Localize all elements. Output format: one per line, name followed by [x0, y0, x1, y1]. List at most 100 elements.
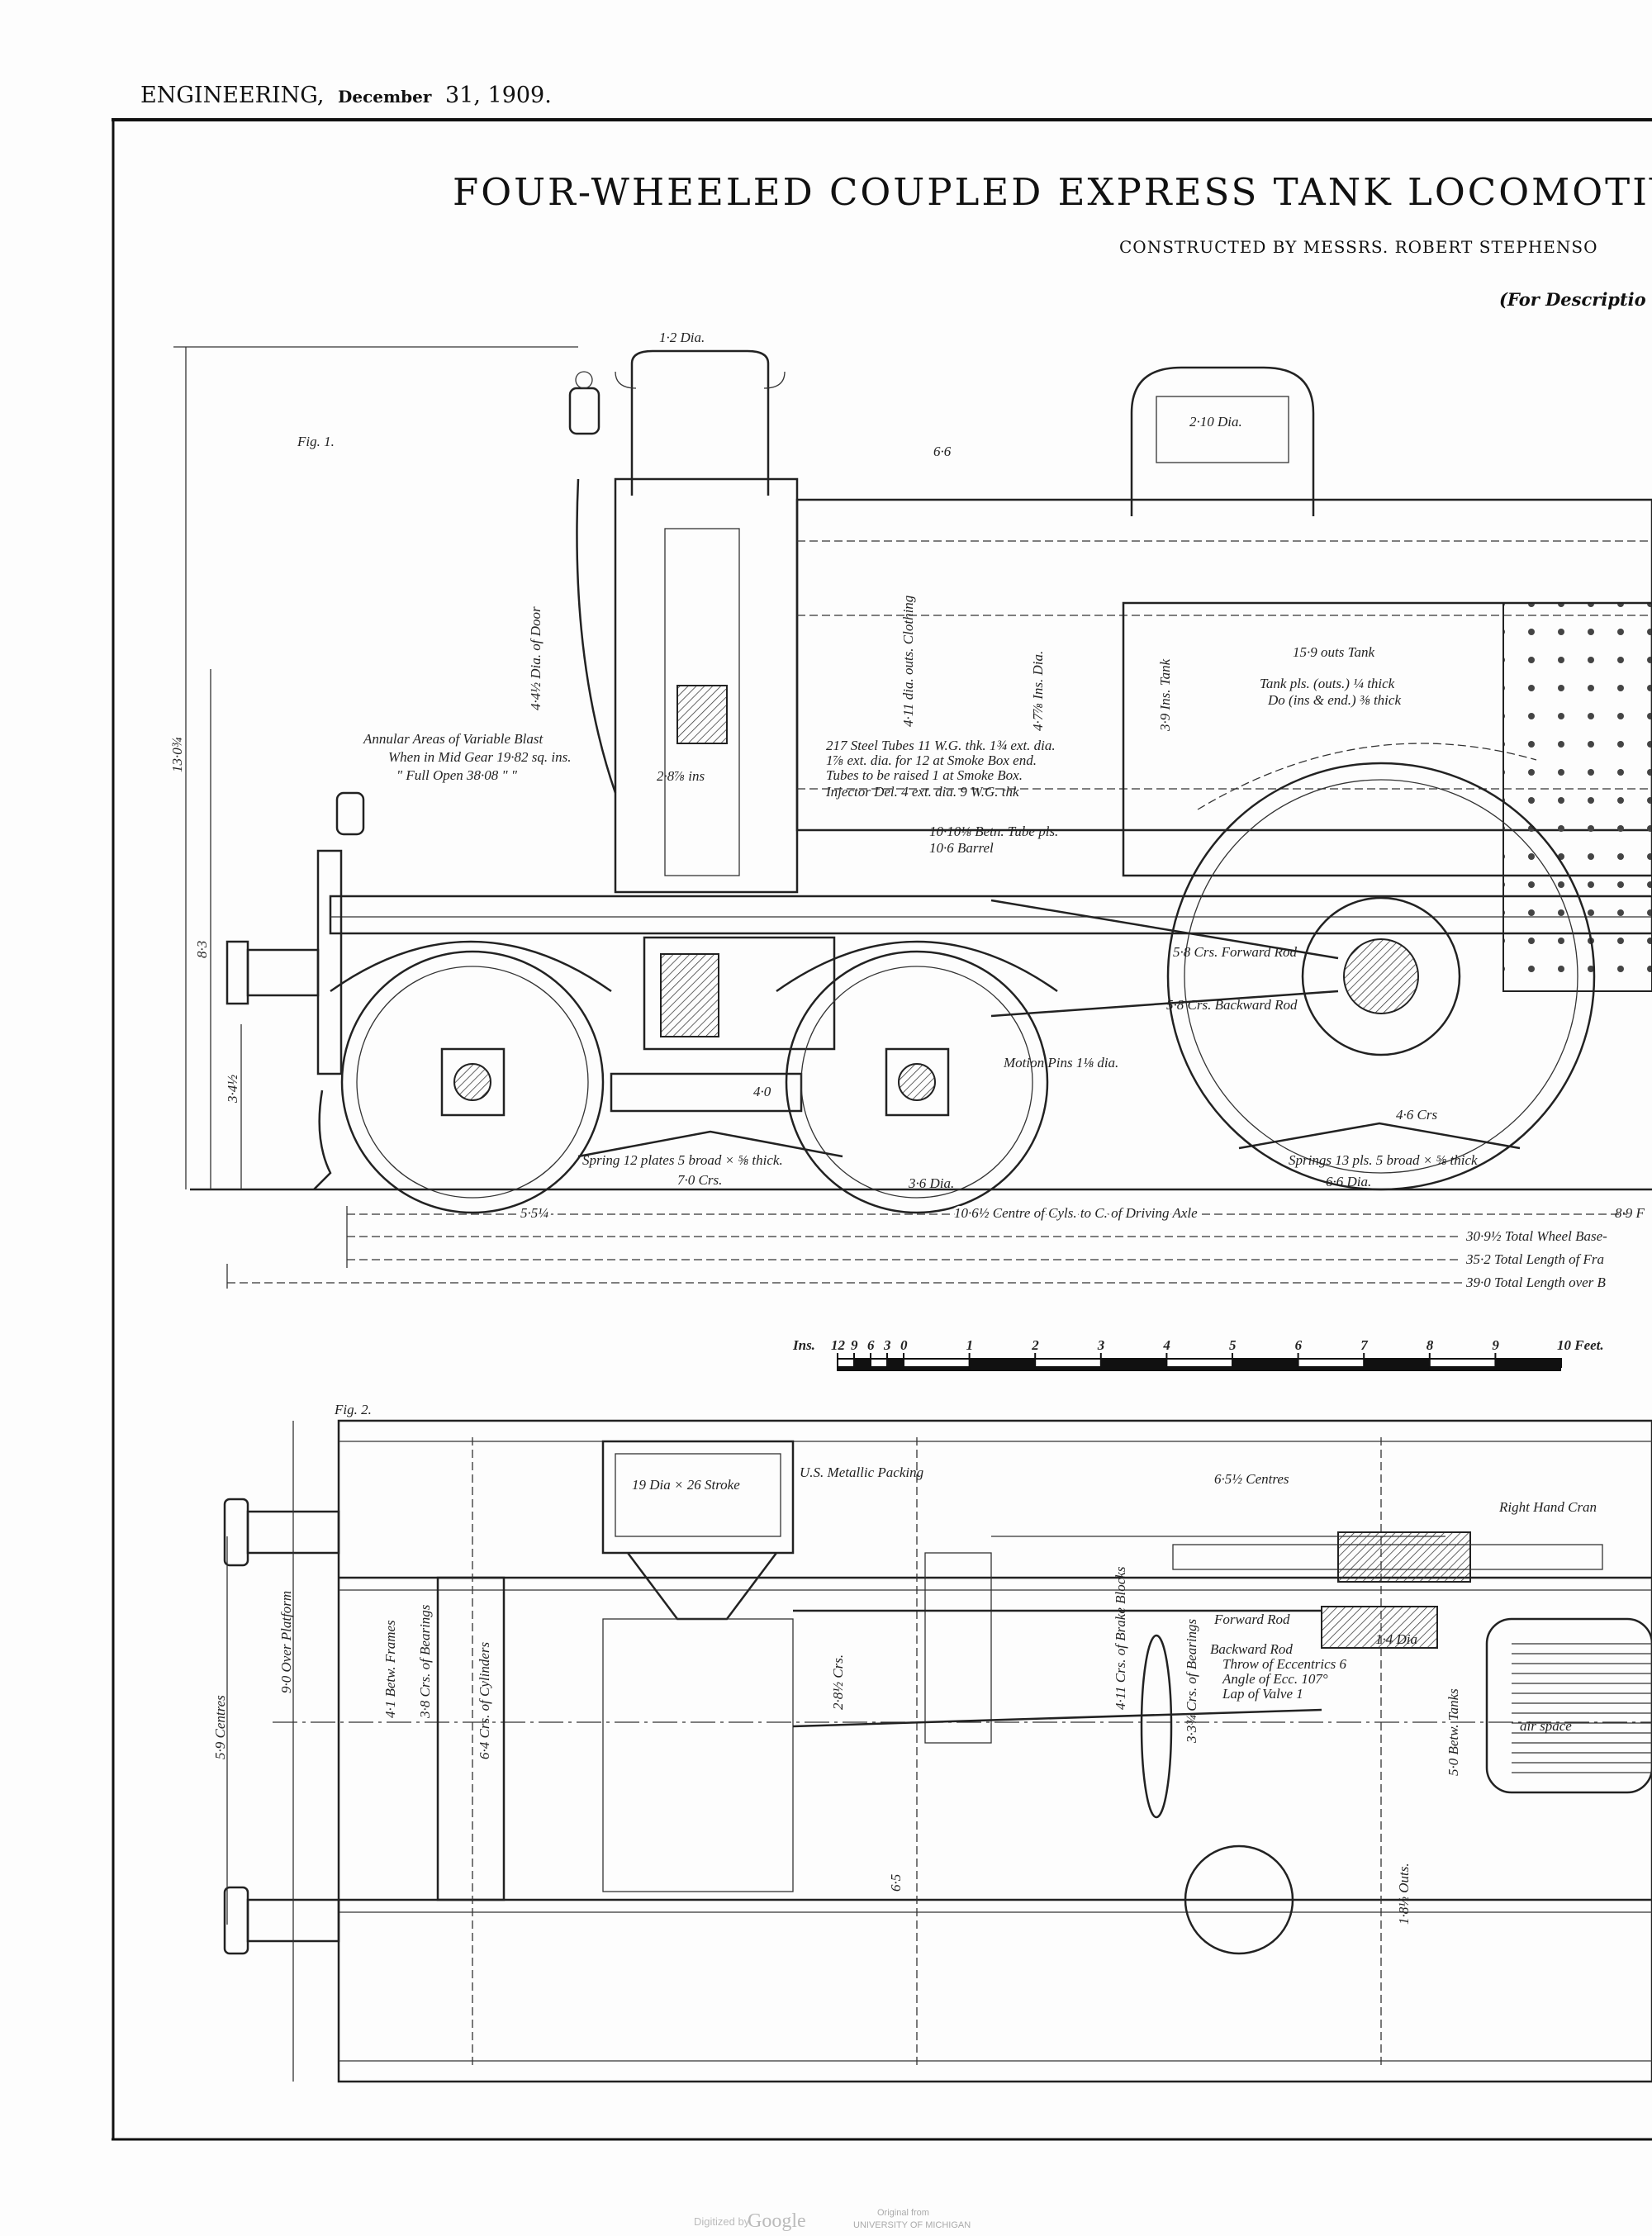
- scale-segment: [1364, 1359, 1430, 1367]
- label-tank-length: 15·9 outs Tank: [1293, 644, 1374, 660]
- backward-rod: [990, 990, 1339, 1018]
- scale-foot-label: 3: [1097, 1337, 1105, 1353]
- label-total-length: 39·0 Total Length over B: [1465, 1275, 1607, 1290]
- label-5-9-centres: 5·9 Centres: [212, 1695, 228, 1759]
- fig2-annotations: 19 Dia × 26 Stroke U.S. Metallic Packing…: [212, 1465, 1597, 1925]
- label-chimney-dia: 1·2 Dia.: [659, 330, 705, 345]
- description-reference: (For Descriptio: [1499, 289, 1646, 310]
- scale-foot-label: 8: [1427, 1337, 1434, 1353]
- scale-segment: [969, 1359, 1036, 1367]
- label-tubes-1: 217 Steel Tubes 11 W.G. thk. 1¾ ext. dia…: [826, 738, 1056, 753]
- buffer: [246, 948, 320, 997]
- label-blast-2: When in Mid Gear 19·82 sq. ins.: [388, 749, 571, 765]
- label-between-tanks: 5·0 Betw. Tanks: [1446, 1688, 1461, 1776]
- label-6-6: 6·6: [933, 444, 952, 459]
- firebox-stays: [1502, 602, 1652, 992]
- fig2-plan: Fig. 2. 19 Dia × 26 Stroke: [212, 1402, 1652, 2083]
- label-door-dia: 4·4½ Dia. of Door: [528, 606, 544, 710]
- buffer: [223, 1498, 340, 1567]
- fig1-label: Fig. 1.: [297, 434, 335, 449]
- scale-foot-label: 9: [1492, 1337, 1499, 1353]
- label-front-spring: Spring 12 plates 5 broad × ⅝ thick.: [582, 1152, 783, 1168]
- footer-google: Google: [748, 2210, 806, 2232]
- fig2-label: Fig. 2.: [334, 1402, 372, 1417]
- firebox-tubes: [1512, 1643, 1652, 1773]
- label-boiler-dia: 4·7⅞ Ins. Dia.: [1030, 651, 1046, 731]
- scale-end-label: 10 Feet.: [1557, 1337, 1604, 1353]
- scale-foot-label: 7: [1360, 1337, 1369, 1353]
- label-angle-eccentrics: Angle of Ecc. 107°: [1222, 1671, 1328, 1687]
- label-over-platform: 9·0 Over Platform: [278, 1591, 294, 1693]
- label-blast-1: Annular Areas of Variable Blast: [363, 731, 544, 747]
- label-barrel: 10·6 Barrel: [929, 840, 994, 856]
- plate-title: FOUR-WHEELED COUPLED EXPRESS TANK LOCOMO…: [453, 170, 1652, 214]
- crank-web: [1337, 1531, 1471, 1583]
- buffer: [223, 1886, 340, 1955]
- footer-digitized: Digitized by: [694, 2215, 750, 2228]
- trailing-small-wheel: [785, 950, 1049, 1214]
- label-forward-rod: 5·8 Crs. Forward Rod: [1173, 944, 1298, 960]
- label-metallic-packing: U.S. Metallic Packing: [800, 1465, 923, 1480]
- front-spring: [577, 1130, 843, 1158]
- scale-inch-label: 12: [831, 1337, 846, 1353]
- scale-inch-label: 9: [851, 1337, 858, 1353]
- label-outs: 1·8½ Outs.: [1396, 1863, 1412, 1925]
- label-7-0-crs: 7·0 Crs.: [677, 1172, 722, 1188]
- plate-subtitle: CONSTRUCTED BY MESSRS. ROBERT STEPHENSO: [1119, 237, 1597, 257]
- label-forward-rod: Forward Rod: [1213, 1612, 1290, 1627]
- label-tubes-3: Tubes to be raised 1 at Smoke Box.: [826, 767, 1023, 783]
- footer-original-from: Original from: [877, 2208, 929, 2218]
- label-2-8-crs: 2·8½ Crs.: [830, 1654, 846, 1710]
- leading-wheel: [340, 950, 605, 1214]
- scale-foot-label: 2: [1031, 1337, 1039, 1353]
- forward-rod: [990, 899, 1339, 960]
- label-rear-bearings: 3·3¾ Crs. of Bearings: [1184, 1618, 1199, 1744]
- label-4-0: 4·0: [753, 1084, 771, 1099]
- scale-foot-label: 1: [966, 1337, 974, 1353]
- scale-segment: [887, 1359, 904, 1367]
- label-height-3: 3·4½: [225, 1075, 240, 1104]
- running-head: ENGINEERING, December 31, 1909.: [140, 83, 552, 108]
- scale-foot-label: 5: [1229, 1337, 1237, 1353]
- scale-foot-label: 6: [1295, 1337, 1303, 1353]
- fig1-elevation: Fig. 1.: [169, 330, 1652, 1290]
- lamp-icon: [568, 371, 601, 435]
- label-blast-pipe: 2·8⅞ ins: [657, 768, 705, 784]
- lamp-icon: [335, 791, 365, 836]
- scale-ins-label: Ins.: [792, 1337, 815, 1353]
- scale-foot-label: 4: [1162, 1337, 1170, 1353]
- label-throw-eccentrics: Throw of Eccentrics 6: [1222, 1656, 1346, 1672]
- steam-dome: [1130, 366, 1315, 516]
- fig1-annotations: 1·2 Dia. 6·6 2·10 Dia. 4·4½ Dia. of Door…: [169, 330, 1645, 1290]
- label-8-9: 8·9 F: [1615, 1205, 1645, 1221]
- label-6-5-centres: 6·5½ Centres: [1214, 1471, 1289, 1487]
- scale-inch-label: 6: [867, 1337, 875, 1353]
- label-6-5: 6·5: [888, 1874, 904, 1892]
- label-height-8: 8·3: [194, 941, 210, 958]
- label-backward-rod: Backward Rod: [1210, 1641, 1293, 1657]
- cylinder: [643, 936, 836, 1051]
- label-4-6-crs: 4·6 Crs: [1396, 1107, 1437, 1123]
- rear-spring: [1238, 1122, 1521, 1150]
- brake-block: [1140, 1634, 1173, 1819]
- scale-segment: [1100, 1359, 1167, 1367]
- label-centre-cylinders: 10·6½ Centre of Cyls. to C. of Driving A…: [954, 1205, 1198, 1221]
- label-tank-height: 3·9 Ins. Tank: [1157, 658, 1173, 732]
- label-between-frames: 4·1 Betw. Frames: [382, 1620, 398, 1718]
- label-frame-length: 35·2 Total Length of Fra: [1465, 1251, 1604, 1267]
- scale-segment: [854, 1359, 871, 1367]
- label-cylinder-size: 19 Dia × 26 Stroke: [632, 1477, 740, 1493]
- chimney: [630, 349, 770, 496]
- label-small-wheel-dia: 3·6 Dia.: [908, 1175, 954, 1191]
- label-5-5: 5·5¼: [520, 1205, 548, 1221]
- smokebox-door: [576, 478, 617, 794]
- platform-outline: [337, 1419, 1652, 2083]
- label-tank-plates-1: Tank pls. (outs.) ¼ thick: [1260, 676, 1395, 691]
- label-motion-pins: Motion Pins 1⅛ dia.: [1003, 1055, 1118, 1071]
- scale-inch-label: 3: [883, 1337, 891, 1353]
- label-barrel-dia: 4·11 dia. outs. Clothing: [900, 596, 916, 727]
- footer-institution: UNIVERSITY OF MICHIGAN: [853, 2220, 971, 2230]
- scale-inch-label: 0: [900, 1337, 908, 1353]
